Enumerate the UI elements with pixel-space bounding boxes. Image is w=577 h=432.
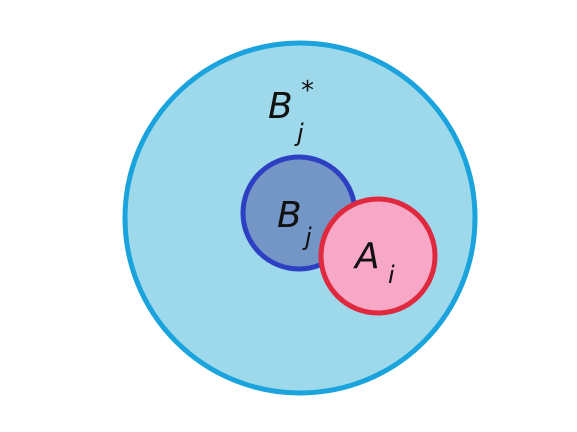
- pink-set-label: A i: [353, 236, 395, 289]
- pink-set-circle: [318, 196, 438, 316]
- inner-set-label: B j: [277, 195, 312, 251]
- outer-set-label: B * j: [268, 76, 319, 147]
